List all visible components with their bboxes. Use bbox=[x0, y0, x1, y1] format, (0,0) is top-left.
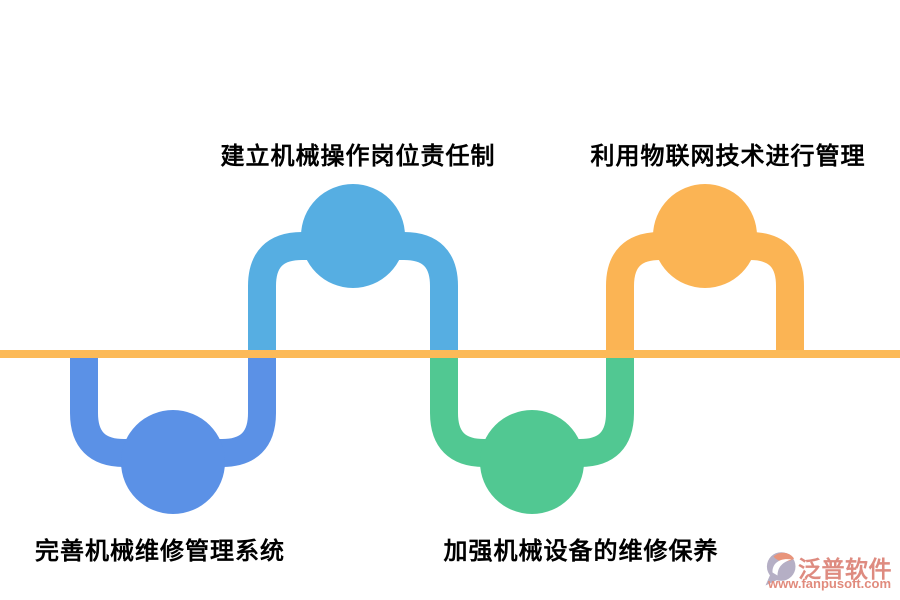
watermark: 泛普软件 www.fanpusoft.com bbox=[764, 548, 896, 592]
step-label-top-1: 建立机械操作岗位责任制 bbox=[220, 143, 496, 170]
step-circle-bottom-1 bbox=[121, 410, 225, 514]
watermark-url: www.fanpusoft.com bbox=[768, 576, 892, 591]
step-label-bottom-1: 完善机械维修管理系统 bbox=[35, 538, 285, 565]
watermark-brand: 泛普软件 bbox=[798, 556, 892, 582]
step-label-bottom-2: 加强机械设备的维修保养 bbox=[443, 538, 719, 565]
timeline-line bbox=[0, 350, 900, 358]
step-circle-top-1 bbox=[301, 184, 405, 288]
step-label-top-2: 利用物联网技术进行管理 bbox=[590, 143, 866, 170]
step-circle-bottom-2 bbox=[480, 410, 584, 514]
step-circle-top-2 bbox=[653, 184, 757, 288]
fanpu-leaf-logo-icon bbox=[765, 552, 796, 586]
